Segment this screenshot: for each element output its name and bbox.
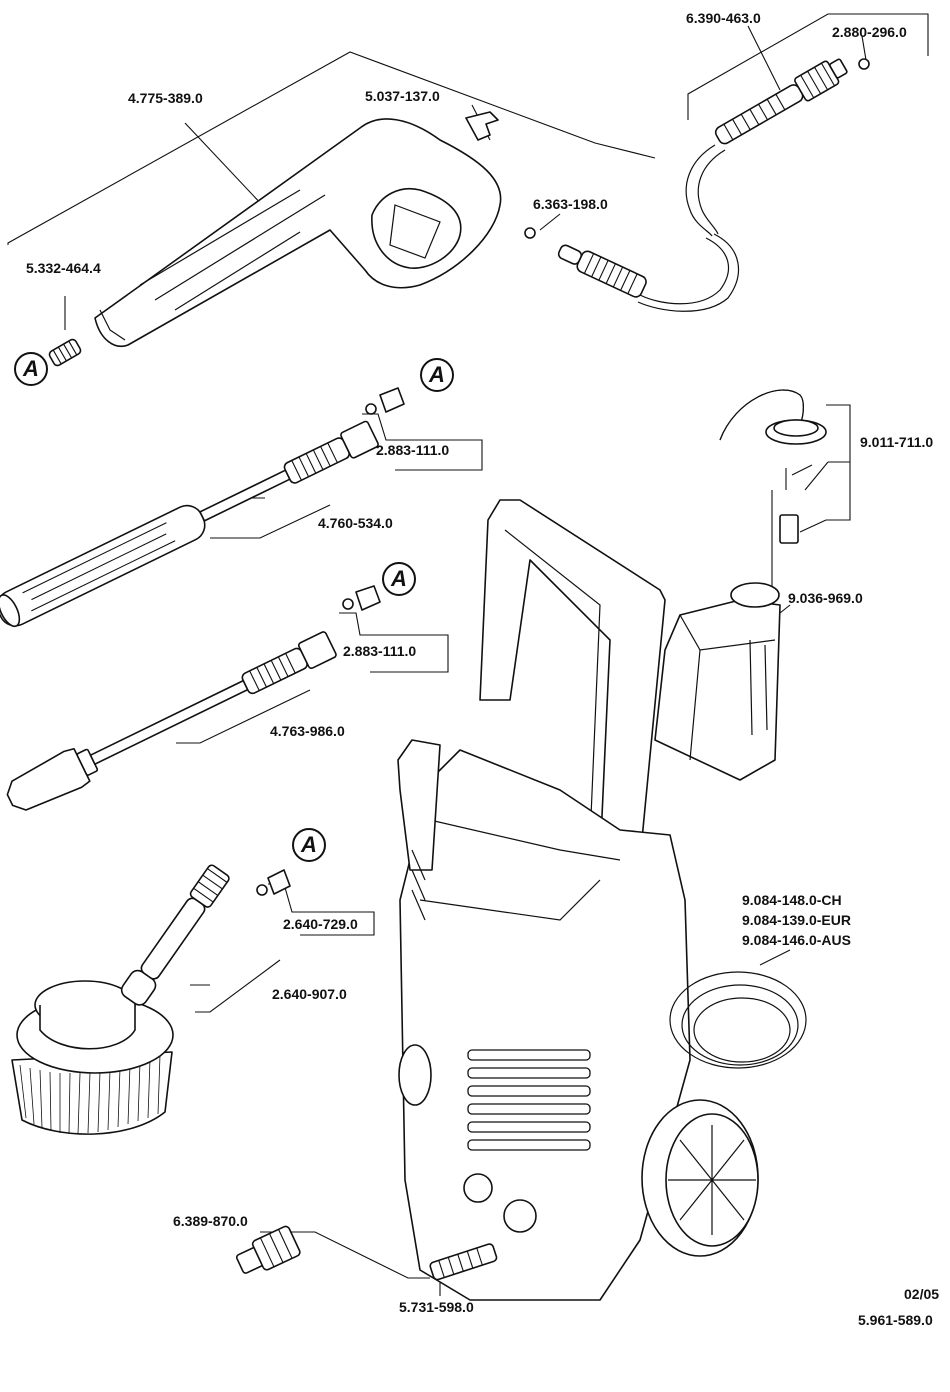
part-label-hose-oring: 2.880-296.0 <box>832 24 907 40</box>
part-label-gun-clip: 5.037-137.0 <box>365 88 440 104</box>
footer-date: 02/05 <box>904 1286 939 1302</box>
dirt-blaster-drawing <box>1 586 380 818</box>
part-label-brush-coupling: 2.640-729.0 <box>283 916 358 932</box>
vario-lance-drawing <box>0 388 404 631</box>
part-label-detergent-tank: 9.036-969.0 <box>788 590 863 606</box>
footer-doc-number: 5.961-589.0 <box>858 1312 933 1328</box>
part-label-suction-set: 9.011-711.0 <box>860 434 933 450</box>
part-label-lance-coupling-2: 2.883-111.0 <box>343 643 416 659</box>
part-label-hose-connector: 6.390-463.0 <box>686 10 761 26</box>
hose-connector-drawing <box>525 54 869 311</box>
marker-a-vario-lance: A <box>420 358 454 392</box>
part-label-lance-coupling-1: 2.883-111.0 <box>376 442 449 458</box>
part-label-inlet-filter: 5.731-598.0 <box>399 1299 474 1315</box>
trigger-gun-drawing <box>48 112 501 367</box>
part-label-vario-lance: 4.760-534.0 <box>318 515 393 531</box>
part-label-inlet-coupling: 6.389-870.0 <box>173 1213 248 1229</box>
marker-a-dirt-blaster: A <box>382 562 416 596</box>
part-label-hp-hose-eur: 9.084-139.0-EUR <box>742 912 851 928</box>
part-label-gun-oring: 6.363-198.0 <box>533 196 608 212</box>
detergent-drawing <box>655 390 826 780</box>
wash-brush-drawing <box>12 863 290 1135</box>
part-label-hp-hose-ch: 9.084-148.0-CH <box>742 892 842 908</box>
part-label-gun-spring: 5.332-464.4 <box>26 260 101 276</box>
part-label-dirt-blaster: 4.763-986.0 <box>270 723 345 739</box>
part-label-wash-brush: 2.640-907.0 <box>272 986 347 1002</box>
part-label-trigger-gun: 4.775-389.0 <box>128 90 203 106</box>
marker-a-brush: A <box>292 828 326 862</box>
part-label-hp-hose-aus: 9.084-146.0-AUS <box>742 932 851 948</box>
marker-a-gun: A <box>14 352 48 386</box>
